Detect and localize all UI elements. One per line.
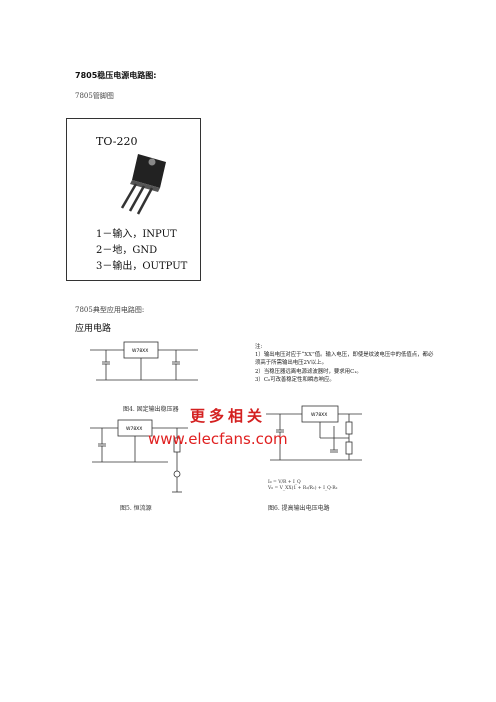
pinout-caption: 7805管脚图 (75, 92, 114, 100)
pin-1-label: 1－输入，INPUT (96, 229, 177, 240)
fig6-circuit: W78XX (266, 405, 362, 461)
fig6-ic-label: W78XX (311, 412, 327, 418)
fig5-ic-label: W78XX (126, 426, 142, 432)
package-name: TO-220 (96, 135, 138, 148)
fig4-ic-label: W78XX (132, 348, 148, 354)
pin-3-label: 3－输出，OUTPUT (96, 261, 188, 272)
app-title: 应用电路 (75, 324, 112, 334)
fig5-circuit: W78XX (90, 419, 188, 493)
app-caption: 7805典型应用电路图: (75, 306, 145, 314)
package-diagram-box (66, 118, 201, 281)
page-heading: 7805稳压电源电路图: (75, 71, 157, 80)
fig4-caption: 图4. 固定输出稳压器 (123, 406, 179, 413)
note-3: 3）C₀可改善稳定性和瞬态响应。 (255, 376, 335, 383)
notes-block: 注: 1）输出电压对应于“XX”值。输入电压，即使是纹波电压中的低值点，都必须高… (255, 343, 435, 384)
fig4-circuit: W78XX (90, 341, 198, 381)
fig5-caption: 图5. 恒流源 (120, 505, 152, 512)
fig6-caption: 图6. 提高输出电压电路 (268, 505, 330, 512)
note-2: 2）当稳压器远离电源滤波器时，要求用C₁。 (255, 368, 362, 375)
fig6-formulas: I₀ = V/R + I_Q V₀ = V_XX(1 + R₂/R₁) + I_… (268, 480, 337, 492)
formula-1: I₀ = V/R + I_Q (268, 480, 301, 485)
to220-package-icon (120, 154, 166, 215)
notes-label: 注: (255, 344, 263, 350)
watermark-url[interactable]: www.elecfans.com (148, 430, 288, 448)
note-1: 1）输出电压对应于“XX”值。输入电压，即使是纹波电压中的低值点，都必须高于所需… (255, 352, 434, 367)
watermark-cn: 更多相关 (190, 407, 267, 425)
formula-2: V₀ = V_XX(1 + R₂/R₁) + I_Q·R₂ (268, 486, 338, 491)
pin-2-label: 2－地，GND (96, 245, 158, 256)
